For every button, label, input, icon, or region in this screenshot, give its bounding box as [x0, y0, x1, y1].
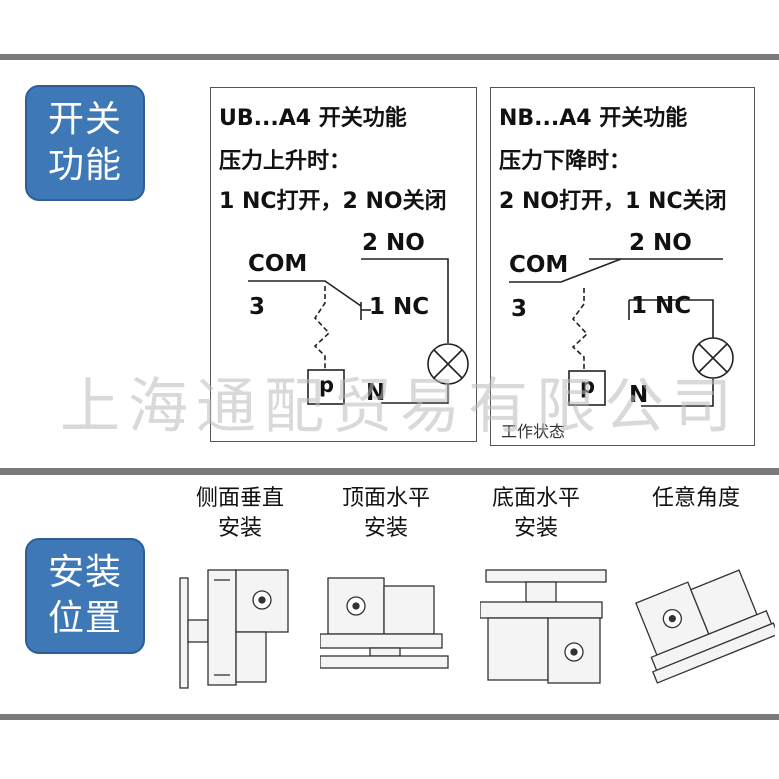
position-caption-any-angle: 任意角度	[636, 484, 756, 514]
caption-line-2: 安装	[363, 516, 408, 541]
ub-panel-condition: 压力上升时：	[219, 149, 352, 174]
side-vertical-mount-illustration	[179, 569, 289, 689]
ub-label-com: COM	[248, 251, 308, 277]
caption-line-1: 任意角度	[651, 486, 740, 511]
nb-label-p: p	[580, 374, 596, 398]
nb-switch-panel: NB...A4 开关功能 压力下降时： 2 NO打开，1 NC关闭 2 NO C…	[490, 87, 755, 446]
nb-panel-title: NB...A4 开关功能	[499, 106, 688, 131]
ub-circuit-diagram	[248, 258, 469, 405]
nb-panel-result: 2 NO打开，1 NC关闭	[499, 189, 727, 214]
bottom-divider	[0, 714, 779, 720]
ub-panel-title: UB...A4 开关功能	[219, 106, 407, 131]
any-angle-mount-illustration	[635, 569, 775, 684]
ub-label-no: 2 NO	[362, 230, 425, 256]
company-watermark: 上海通配贸易有限公司	[60, 372, 740, 442]
nb-circuit-diagram	[509, 258, 734, 407]
install-position-badge: 安装 位置	[25, 538, 145, 654]
nb-state-note: 工作状态	[501, 422, 566, 441]
badge-line-1: 安装	[47, 552, 122, 593]
nb-label-no: 2 NO	[629, 230, 692, 256]
top-divider	[0, 54, 779, 60]
caption-line-2: 安装	[217, 516, 262, 541]
ub-label-p: p	[319, 373, 335, 397]
nb-label-n: N	[629, 382, 649, 408]
nb-label-com: COM	[509, 252, 569, 278]
nb-panel-condition: 压力下降时：	[499, 149, 632, 174]
ub-label-n: N	[366, 380, 386, 406]
switch-function-badge: 开关 功能	[25, 85, 145, 201]
position-caption-bottom-horizontal: 底面水平 安装	[476, 484, 596, 544]
position-caption-side-vertical: 侧面垂直 安装	[180, 484, 300, 544]
ub-label-nc: 1 NC	[369, 294, 430, 320]
bottom-horizontal-mount-illustration	[480, 569, 607, 684]
badge-line-1: 开关	[47, 99, 122, 140]
badge-line-2: 位置	[47, 598, 122, 639]
top-horizontal-mount-illustration	[320, 577, 449, 669]
caption-line-2: 安装	[513, 516, 558, 541]
badge-line-2: 功能	[47, 145, 122, 186]
position-caption-top-horizontal: 顶面水平 安装	[326, 484, 446, 544]
caption-line-1: 顶面水平	[341, 486, 430, 511]
middle-divider	[0, 468, 779, 475]
caption-line-1: 底面水平	[491, 486, 580, 511]
nb-label-nc: 1 NC	[631, 293, 692, 319]
caption-line-1: 侧面垂直	[195, 486, 284, 511]
ub-label-3: 3	[249, 294, 266, 320]
ub-panel-result: 1 NC打开，2 NO关闭	[219, 189, 447, 214]
nb-label-3: 3	[511, 296, 528, 322]
ub-switch-panel: UB...A4 开关功能 压力上升时： 1 NC打开，2 NO关闭 2 NO C…	[210, 87, 477, 442]
